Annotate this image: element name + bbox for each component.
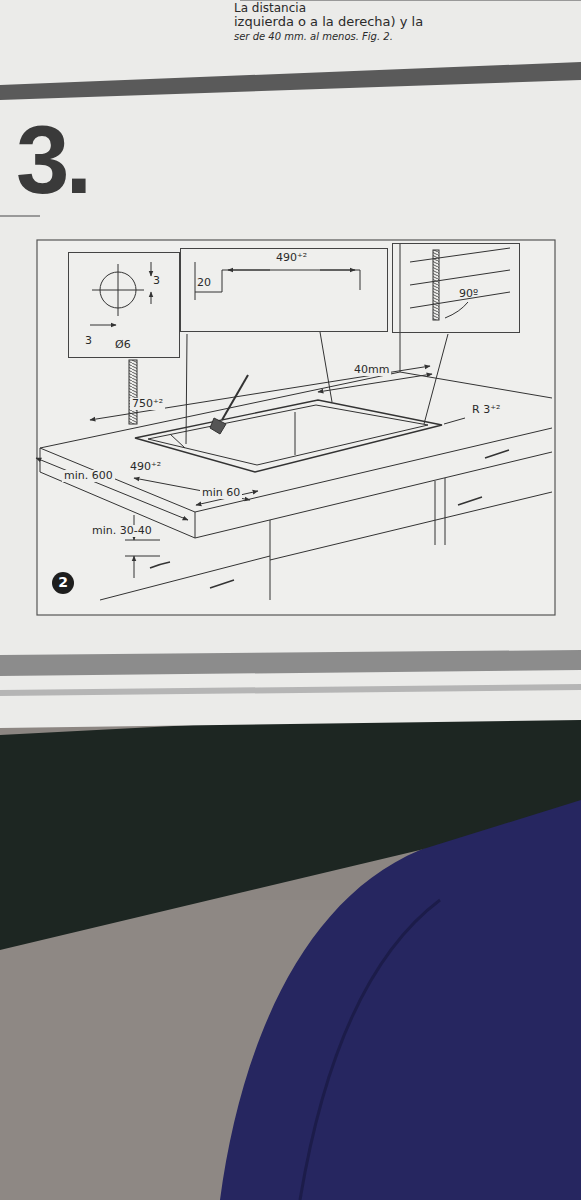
paper [0, 0, 581, 728]
drawing-line [90, 325, 116, 326]
drawing-line [151, 292, 152, 304]
drawing-line [222, 375, 248, 420]
dimension-label: 750⁺² [130, 398, 165, 410]
drawing-line [318, 374, 432, 392]
drawing-line [134, 556, 135, 578]
body-text: ser de 40 mm. al menos. Fig. 2. [232, 31, 395, 42]
drawing-line [125, 540, 160, 541]
body-text: izquierda o a la derecha) y la [232, 15, 425, 29]
drawing-path [195, 262, 360, 300]
grey-band [0, 650, 581, 676]
dimension-text: 3 [153, 275, 160, 287]
drawing-line [151, 262, 152, 276]
drawing-path [210, 418, 226, 434]
drawing-rect [433, 250, 439, 320]
drawing-line [444, 418, 465, 424]
section-number: 3. [16, 112, 88, 208]
dimension-text: 20 [197, 277, 211, 289]
detail-inset: 490⁺² 20 [180, 248, 388, 332]
drawing-rect [129, 360, 137, 424]
dimension-label: min 60 [200, 487, 242, 499]
drawing-line [445, 478, 446, 545]
dimension-text: 490⁺² [276, 252, 307, 264]
figure-frame [37, 240, 555, 615]
table-edge [0, 705, 581, 950]
body-text: La distancia [232, 2, 308, 15]
detail-inset: 90º [392, 243, 520, 333]
drawing-line [100, 556, 270, 600]
detail-inset: 33Ø6 [68, 252, 180, 358]
drawing-line [118, 264, 119, 316]
drawing-line [134, 478, 250, 500]
dimension-text: Ø6 [115, 339, 131, 351]
drawing-line [125, 556, 160, 557]
drawing-line [435, 481, 436, 545]
drawing-line [170, 434, 185, 448]
figure-number: 2 [52, 572, 74, 594]
drawing-line [270, 492, 552, 560]
drawing-path [148, 405, 428, 465]
kitchen-drawing [36, 243, 552, 600]
drawing-path [135, 400, 442, 472]
drawing-line [410, 270, 510, 285]
drawing-line [295, 412, 296, 455]
rule [0, 215, 40, 217]
drawing-path [195, 452, 552, 538]
cloth-fold [300, 900, 440, 1200]
drawing-path [445, 302, 468, 318]
grey-band [0, 684, 581, 696]
figure-number-text: 2 [58, 575, 68, 590]
dimension-label: 40mm [352, 364, 391, 376]
drawing-line [36, 458, 188, 520]
dimension-label: min. 30-40 [90, 525, 154, 537]
dimension-text: 3 [85, 335, 92, 347]
drawing-line [228, 270, 270, 271]
grey-band [0, 62, 581, 100]
dimension-label: 490⁺² [128, 461, 163, 473]
dimension-text: 90º [459, 288, 478, 300]
rule [240, 0, 581, 1]
dimension-label: min. 600 [62, 470, 115, 482]
drawing-line [186, 334, 187, 444]
drawing-line [424, 334, 448, 424]
drawing-path [40, 448, 195, 538]
drawing-line [400, 243, 401, 372]
dimension-label: R 3⁺² [470, 404, 502, 416]
drawing-line [410, 248, 510, 262]
drawing-line [320, 270, 355, 271]
drawing-path [150, 450, 509, 588]
